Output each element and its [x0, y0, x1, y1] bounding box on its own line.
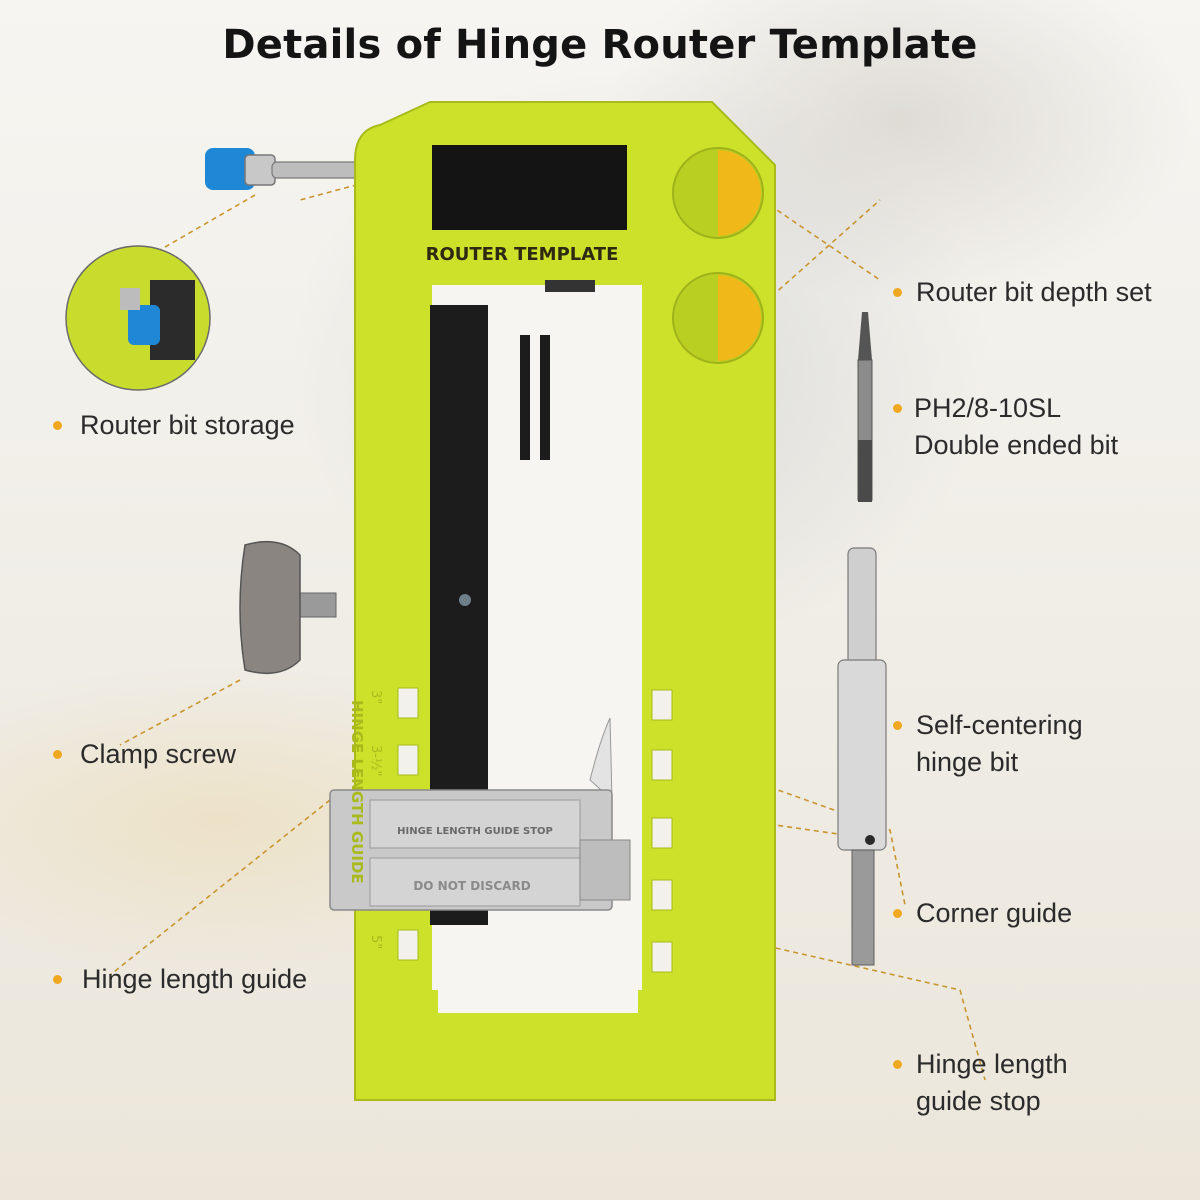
guide-stop-warning: DO NOT DISCARD — [413, 879, 530, 893]
callout-double-ended-bit: PH2/8-10SL Double ended bit — [914, 393, 1119, 460]
line-bit-storage-zoom — [159, 194, 256, 251]
callout-dot — [893, 404, 902, 413]
line-corner-guide — [594, 284, 906, 906]
callout-dot — [893, 1060, 902, 1069]
callout-dot — [53, 750, 62, 759]
scale-mark-3: 3" — [368, 690, 383, 704]
bit-storage-zoom — [65, 245, 211, 391]
guide-stop-label: HINGE LENGTH GUIDE STOP — [397, 826, 553, 837]
callout-dot — [893, 721, 902, 730]
hinge-length-guide-stop: HINGE LENGTH GUIDE STOP DO NOT DISCARD — [329, 789, 631, 911]
page-title: Details of Hinge Router Template — [222, 22, 978, 68]
corner-guide — [589, 717, 613, 802]
callout-router-bit-depth-set: Router bit depth set — [916, 277, 1152, 307]
self-centering-bit — [837, 547, 887, 966]
double-ended-bit — [857, 312, 873, 502]
router-bit — [205, 148, 373, 190]
template-label: ROUTER TEMPLATE — [426, 244, 619, 265]
line-hinge-length-guide — [109, 799, 331, 976]
callout-dot — [53, 975, 62, 984]
callout-hinge-length-guide: Hinge length guide — [82, 964, 308, 994]
clamp-screw — [239, 540, 337, 675]
callout-router-bit-storage: Router bit storage — [80, 410, 295, 440]
hinge-scale: 3" 3-½" 5" HINGE LENGTH GUIDE — [348, 690, 383, 949]
callout-dot — [893, 288, 902, 297]
callout-clamp-screw: Clamp screw — [80, 739, 237, 769]
scale-mark-5: 5" — [368, 935, 383, 949]
callout-dot — [53, 421, 62, 430]
callout-hinge-length-guide-stop: Hinge length guide stop — [916, 1049, 1068, 1116]
line-clamp-screw — [119, 679, 241, 746]
callout-self-centering-bit: Self-centering hinge bit — [916, 710, 1083, 777]
scale-word: HINGE LENGTH GUIDE — [348, 700, 366, 884]
callout-corner-guide: Corner guide — [916, 898, 1073, 928]
scale-mark-3-5: 3-½" — [368, 745, 383, 777]
callout-dot — [893, 909, 902, 918]
